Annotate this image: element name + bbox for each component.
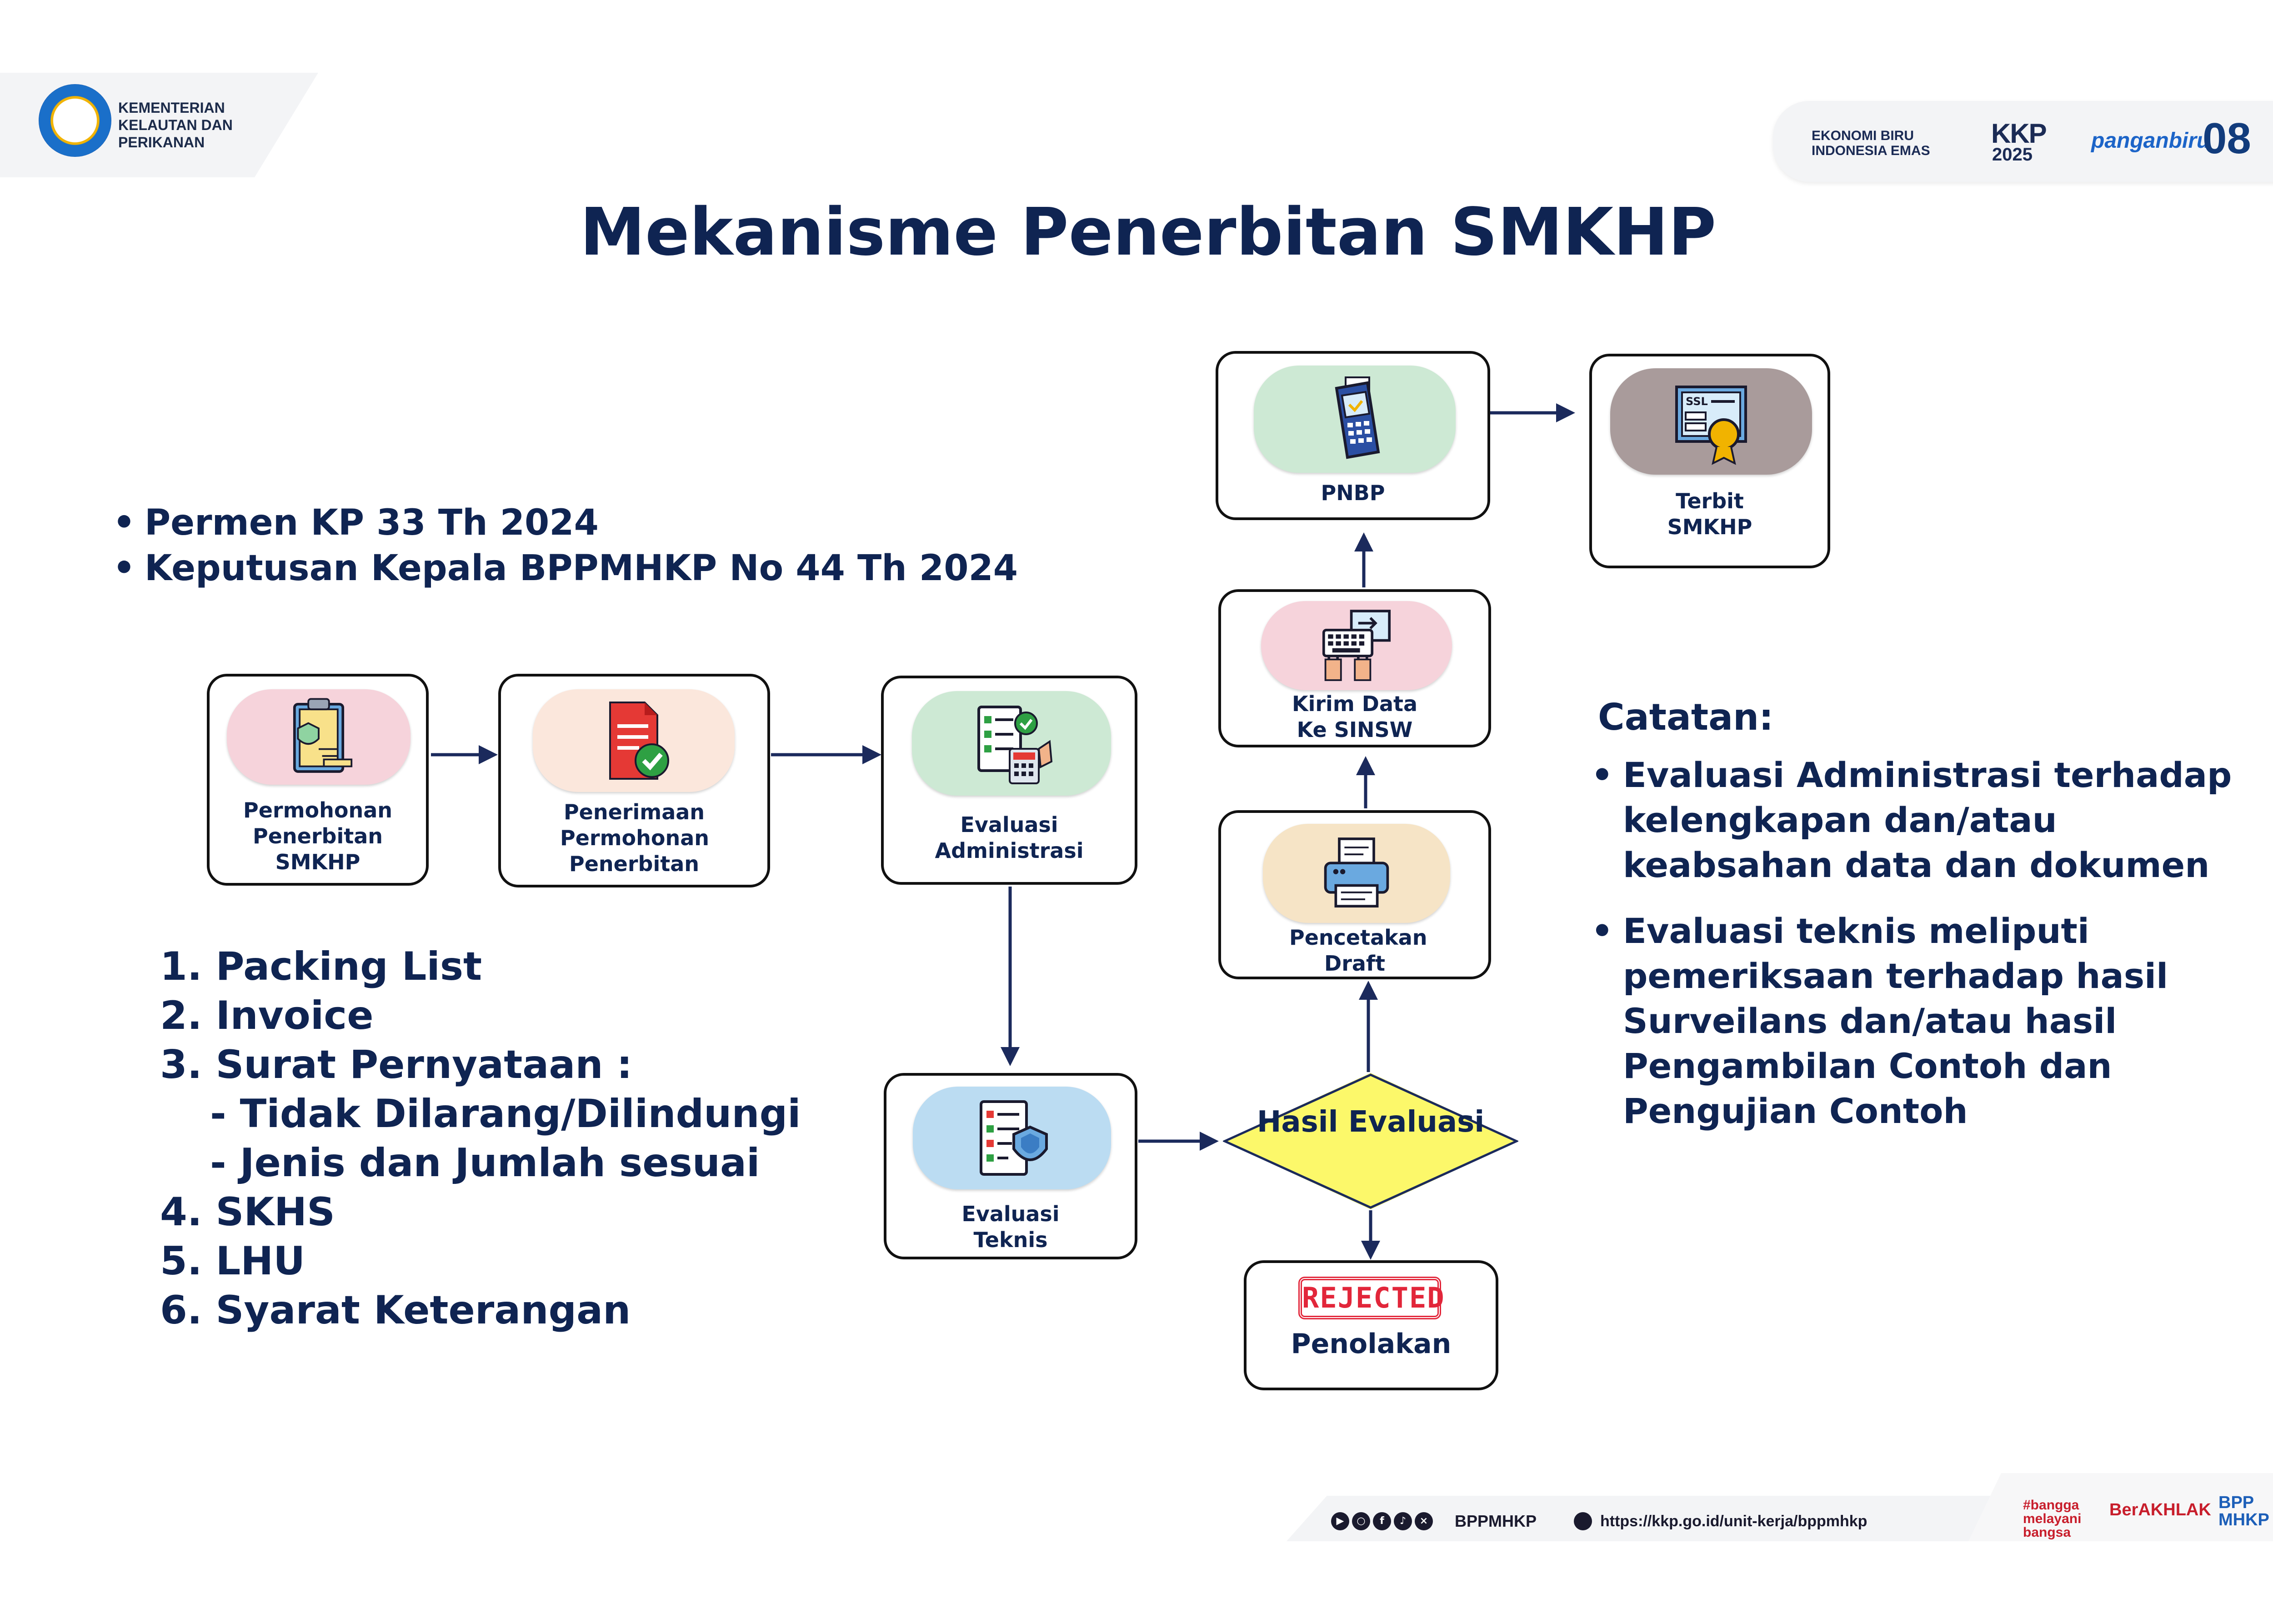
node-pencetakan: Pencetakan Draft xyxy=(1218,810,1491,979)
note-item: Evaluasi teknis meliputi pemeriksaan ter… xyxy=(1623,908,2259,1133)
node-evaluasi-teknis: Evaluasi Teknis xyxy=(884,1073,1137,1259)
checklist-calculator-icon xyxy=(977,706,1053,784)
node-icon-pad xyxy=(533,689,735,792)
tiktok-icon[interactable]: ♪ xyxy=(1394,1512,1412,1530)
node-icon-pad xyxy=(913,1087,1111,1189)
node-label: Evaluasi Administrasi xyxy=(935,812,1084,863)
footer-url-link[interactable]: https://kkp.go.id/unit-kerja/bppmhkp xyxy=(1600,1513,1867,1530)
document-item: 5. LHU xyxy=(160,1238,305,1284)
node-icon-pad xyxy=(1261,601,1452,690)
node-icon-pad xyxy=(912,691,1111,796)
ministry-emblem-icon xyxy=(39,84,111,157)
node-pnbp: PNBP xyxy=(1216,351,1490,520)
instagram-icon[interactable]: ○ xyxy=(1352,1512,1370,1530)
payment-terminal-icon xyxy=(1335,376,1380,459)
node-label: Terbit SMKHP xyxy=(1667,489,1752,539)
ekonomi-biru-logo: EKONOMI BIRU INDONESIA EMAS xyxy=(1812,128,1930,158)
keyboard-monitor-icon xyxy=(1322,610,1391,681)
node-permohonan: Permohonan Penerbitan SMKHP xyxy=(207,674,429,886)
kkp-year-logo: 2025 xyxy=(1992,145,2033,165)
rejected-stamp: REJECTED xyxy=(1298,1277,1444,1319)
decision-label: Hasil Evaluasi xyxy=(1257,1105,1485,1139)
social-icons: ▶ ○ f ♪ × xyxy=(1331,1512,1433,1530)
decision-outline xyxy=(1223,1073,1518,1209)
node-label: Evaluasi Teknis xyxy=(961,1202,1060,1252)
header-right-band xyxy=(1773,101,2273,182)
reference-item: Keputusan Kepala BPPMHKP No 44 Th 2024 xyxy=(145,546,1018,591)
checklist-shield-icon xyxy=(980,1100,1048,1176)
bangga-melayani-logo: #bangga melayani bangsa xyxy=(2023,1498,2082,1540)
node-penolakan xyxy=(1244,1260,1498,1390)
node-icon-pad xyxy=(1263,824,1450,923)
printer-icon xyxy=(1324,837,1389,908)
page-title: Mekanisme Penerbitan SMKHP xyxy=(580,194,1717,270)
penolakan-label: Penolakan xyxy=(1291,1328,1452,1360)
node-label: Kirim Data Ke SINSW xyxy=(1292,692,1418,742)
berakhlak-logo: BerAKHLAK xyxy=(2109,1500,2211,1519)
document-item: 1. Packing List xyxy=(160,944,482,989)
node-penerimaan: Penerimaan Permohonan Penerbitan xyxy=(498,674,770,887)
node-label: Pencetakan Draft xyxy=(1289,925,1427,976)
document-sub-item: - Jenis dan Jumlah sesuai xyxy=(210,1140,760,1186)
reference-list: Permen KP 33 Th 2024 Keputusan Kepala BP… xyxy=(145,500,1018,591)
document-list: 1. Packing List 2. Invoice 3. Surat Pern… xyxy=(160,942,801,1335)
reference-item: Permen KP 33 Th 2024 xyxy=(145,500,1018,546)
node-icon-pad: SSL xyxy=(1610,368,1812,475)
notes-list: Evaluasi Administrasi terhadap kelengkap… xyxy=(1623,752,2259,1154)
youtube-icon[interactable]: ▶ xyxy=(1331,1512,1349,1530)
document-item: 6. Syarat Keterangan xyxy=(160,1288,631,1333)
footer-right-band xyxy=(1968,1473,2273,1541)
clipboard-shield-icon xyxy=(293,698,353,773)
panganbiru-logo: panganbiru xyxy=(2091,129,2210,153)
ministry-name: KEMENTERIAN KELAUTAN DAN PERIKANAN xyxy=(118,100,233,150)
node-icon-pad xyxy=(1254,366,1456,473)
globe-icon xyxy=(1574,1512,1592,1530)
node-label: Penerimaan Permohonan Penerbitan xyxy=(560,800,710,876)
eight-logo: 08 xyxy=(2203,114,2251,163)
node-evaluasi-administrasi: Evaluasi Administrasi xyxy=(881,676,1137,885)
social-handle[interactable]: BPPMHKP xyxy=(1455,1512,1537,1530)
certificate-icon: SSL xyxy=(1675,386,1747,465)
kkp-logo: KKP xyxy=(1991,118,2047,149)
bppmhkp-logo: BPP MHKP xyxy=(2218,1493,2269,1529)
node-label: Permohonan Penerbitan SMKHP xyxy=(243,798,393,874)
document-check-icon xyxy=(609,702,669,780)
notes-heading: Catatan: xyxy=(1598,696,1774,738)
node-icon-pad xyxy=(227,689,411,785)
note-item: Evaluasi Administrasi terhadap kelengkap… xyxy=(1623,752,2259,887)
document-sub-item: - Tidak Dilarang/Dilindungi xyxy=(210,1091,801,1137)
svg-text:SSL: SSL xyxy=(1686,395,1708,408)
document-item: 3. Surat Pernyataan : xyxy=(160,1042,632,1088)
node-terbit: SSL Terbit SMKHP xyxy=(1589,354,1830,568)
node-kirim-data: Kirim Data Ke SINSW xyxy=(1218,589,1491,747)
node-label: PNBP xyxy=(1321,481,1385,505)
facebook-icon[interactable]: f xyxy=(1373,1512,1391,1530)
document-item: 2. Invoice xyxy=(160,993,374,1038)
document-item: 4. SKHS xyxy=(160,1189,335,1235)
x-icon[interactable]: × xyxy=(1415,1512,1433,1530)
